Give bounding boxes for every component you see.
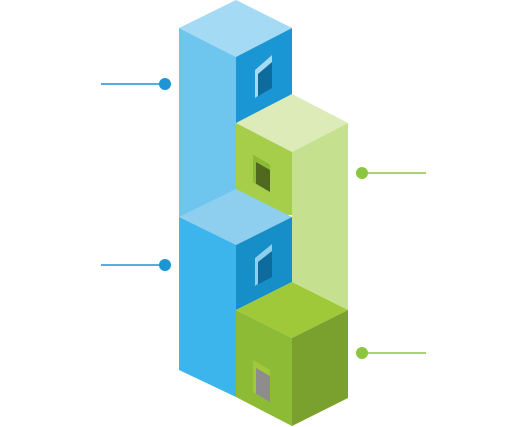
lower-right-block — [236, 282, 348, 426]
callout-lower-left — [101, 259, 171, 271]
lower-left-block-top — [179, 189, 292, 245]
callout-upper-left — [101, 78, 171, 90]
upper-left-block-left-face — [179, 28, 236, 245]
lower-right-block-right-face — [292, 310, 348, 426]
upper-left-block-window — [255, 55, 272, 98]
upper-right-block — [236, 94, 348, 310]
upper-left-block-window-light — [255, 55, 272, 98]
lower-right-block-window-light — [253, 360, 270, 394]
callout-upper-right — [356, 167, 426, 179]
lower-left-block-window-light — [255, 244, 272, 286]
upper-left-block-top — [179, 0, 292, 57]
callout-upper-right-dot — [356, 167, 368, 179]
upper-right-block-window-light — [253, 155, 270, 184]
lower-left-block — [179, 189, 292, 397]
upper-right-block-right-face — [292, 123, 348, 310]
callout-lower-right-dot — [356, 347, 368, 359]
upper-left-block — [179, 0, 292, 245]
lower-left-block-left-face — [179, 217, 236, 397]
callout-upper-left-dot — [159, 78, 171, 90]
callout-lower-left-dot — [159, 259, 171, 271]
callout-lower-right — [356, 347, 426, 359]
